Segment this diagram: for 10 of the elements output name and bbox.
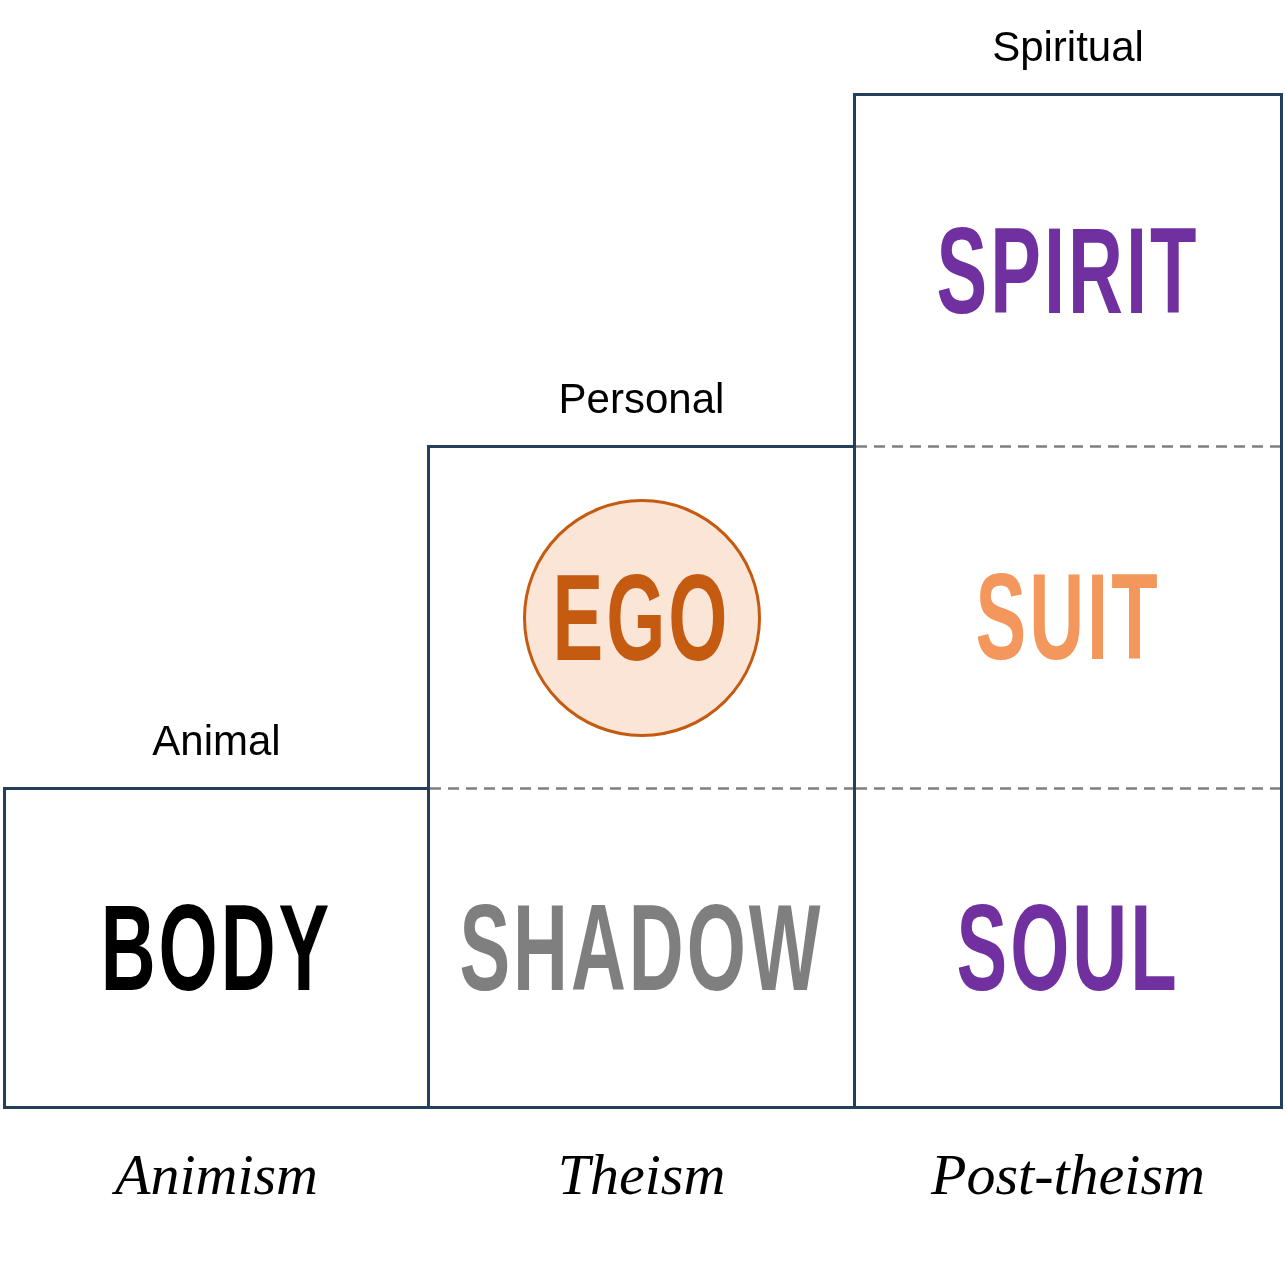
aspect-label: BODY bbox=[100, 887, 333, 1009]
column-caption: Theism bbox=[557, 1143, 726, 1207]
column-heading: Spiritual bbox=[992, 23, 1144, 71]
column-heading: Personal bbox=[558, 375, 725, 423]
column-heading: Animal bbox=[152, 717, 281, 765]
aspect-label: SUIT bbox=[975, 556, 1161, 678]
aspect-label: SHADOW bbox=[459, 886, 824, 1009]
aspect-label: SOUL bbox=[956, 886, 1180, 1009]
aspect-label: SPIRIT bbox=[936, 209, 1200, 332]
column-caption: Post-theism bbox=[931, 1143, 1205, 1207]
